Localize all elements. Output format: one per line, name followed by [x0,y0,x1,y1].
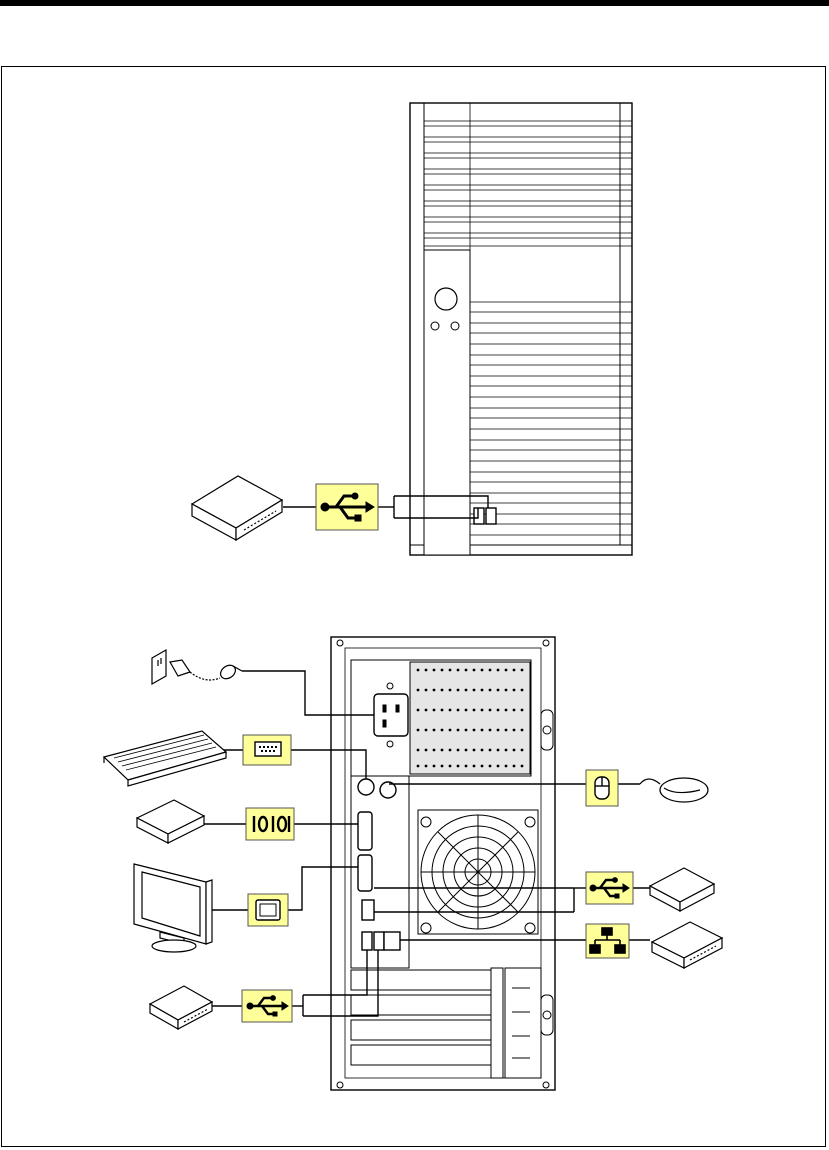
serial-port [358,812,372,850]
front-usb-port [474,508,484,524]
power-cord [170,660,242,682]
power-button[interactable] [435,288,457,310]
ps2-keyboard-port [358,779,374,795]
lan-port [384,932,400,950]
serial-device [137,800,204,843]
usb-device [650,868,714,911]
rear-usb-port [362,900,374,920]
mouse [640,778,708,802]
serial-port-label [246,808,294,840]
rear-usb-label-right [586,872,633,904]
rear-io-panel [351,776,409,968]
power-outlet [152,650,166,684]
mouse-port-icon [595,777,609,799]
display-monitor [134,864,212,952]
usb-device [150,986,212,1029]
lan-device [652,922,722,968]
keyboard-port-icon [255,742,281,756]
power-supply-unit [351,660,531,776]
keyboard-port-label [243,735,291,765]
rear-usb-port [362,932,372,950]
keyboard [104,731,226,786]
server-front-view [410,103,632,555]
power-led [431,322,439,330]
lan-port-label [586,924,629,958]
ac-inlet [374,694,408,736]
expansion-slots [351,968,541,1078]
monitor-port-label [248,894,288,926]
front-usb-port [486,508,496,524]
access-led [451,322,459,330]
rear-usb-label-left [242,990,292,1022]
mouse-port-label [586,770,618,806]
vga-port [358,855,372,891]
cooling-fan [418,810,538,934]
front-usb-label [316,484,378,530]
usb-device [192,476,282,540]
rear-usb-port [374,932,384,950]
